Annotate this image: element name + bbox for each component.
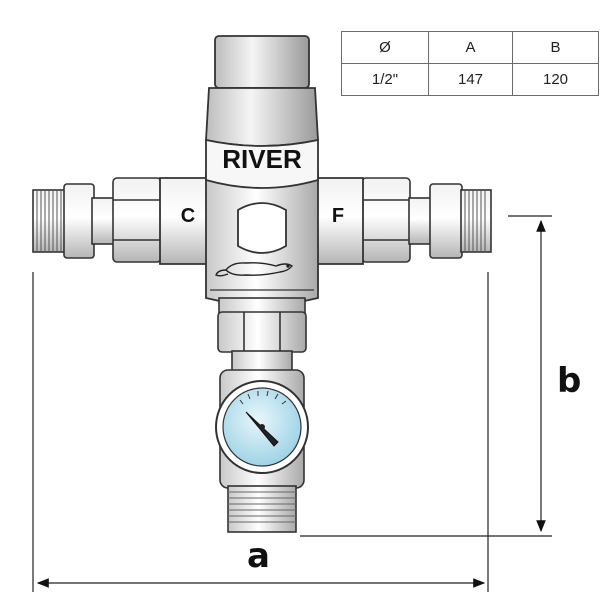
dimension-b-label: b (557, 361, 582, 401)
header-b: B (512, 31, 599, 64)
table-row: 1/2" 147 120 (341, 63, 599, 96)
brand-label: RIVER (222, 144, 302, 174)
hot-label: F (332, 205, 344, 227)
dimension-a-label: a (247, 536, 270, 576)
spec-table: Ø A B 1/2" 147 120 (341, 31, 599, 96)
temperature-gauge-icon (215, 380, 309, 474)
cold-label: C (181, 205, 195, 227)
cell-b: 120 (512, 63, 599, 96)
left-threaded-inlet (32, 177, 162, 263)
cell-diameter: 1/2" (341, 63, 429, 96)
header-diameter: Ø (341, 31, 429, 64)
dimension-b-line (300, 215, 552, 537)
spec-table-header: Ø A B (341, 31, 599, 64)
cell-a: 147 (428, 63, 513, 96)
dimension-a-line (32, 272, 489, 592)
valve-body (205, 172, 319, 306)
thermostatic-knob (205, 35, 319, 189)
beaver-logo-icon (215, 262, 294, 277)
right-threaded-inlet (361, 177, 492, 263)
header-a: A (428, 31, 513, 64)
